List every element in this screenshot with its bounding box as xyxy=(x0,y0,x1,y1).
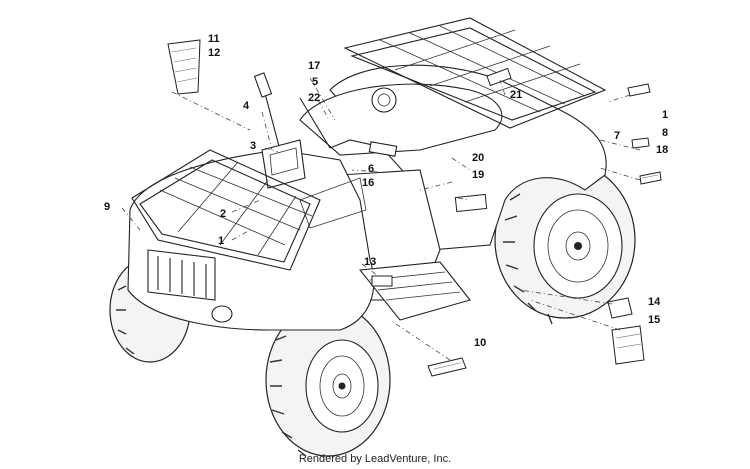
callout-8: 8 xyxy=(662,127,669,139)
callout-18: 18 xyxy=(656,144,669,156)
callout-16: 16 xyxy=(362,177,375,189)
callout-22: 22 xyxy=(308,92,321,104)
callout-21: 21 xyxy=(510,89,523,101)
callout-13: 13 xyxy=(364,256,377,268)
callout-14: 14 xyxy=(648,296,661,308)
callout-10: 10 xyxy=(474,337,487,349)
decal-8-18 xyxy=(631,137,662,185)
callout-17: 17 xyxy=(308,60,321,72)
callout-1-rear: 1 xyxy=(662,109,669,121)
callout-4: 4 xyxy=(243,100,250,112)
callout-12: 12 xyxy=(208,47,221,59)
callout-9: 9 xyxy=(104,201,111,213)
decal-11-12 xyxy=(167,39,201,95)
callout-15: 15 xyxy=(648,314,661,326)
callout-1-front: 1 xyxy=(218,235,225,247)
footer-credit: Rendered by LeadVenture, Inc. xyxy=(298,453,452,465)
rear-wheel xyxy=(494,151,636,325)
callout-6: 6 xyxy=(368,163,375,175)
callout-2: 2 xyxy=(220,208,227,220)
callout-3: 3 xyxy=(250,140,257,152)
callout-7: 7 xyxy=(614,130,621,142)
decal-1-rear xyxy=(627,83,651,97)
callout-19: 19 xyxy=(472,169,485,181)
decal-10 xyxy=(427,357,467,377)
leader-lines xyxy=(121,77,641,361)
front-rack xyxy=(131,149,321,271)
callout-5: 5 xyxy=(312,76,319,88)
front-grille xyxy=(147,249,216,301)
atv-body xyxy=(127,64,607,331)
callout-20: 20 xyxy=(472,152,485,164)
decal-14-15 xyxy=(607,297,645,365)
rear-rack xyxy=(343,17,607,129)
callout-11: 11 xyxy=(208,33,220,45)
front-right-wheel xyxy=(265,294,391,457)
